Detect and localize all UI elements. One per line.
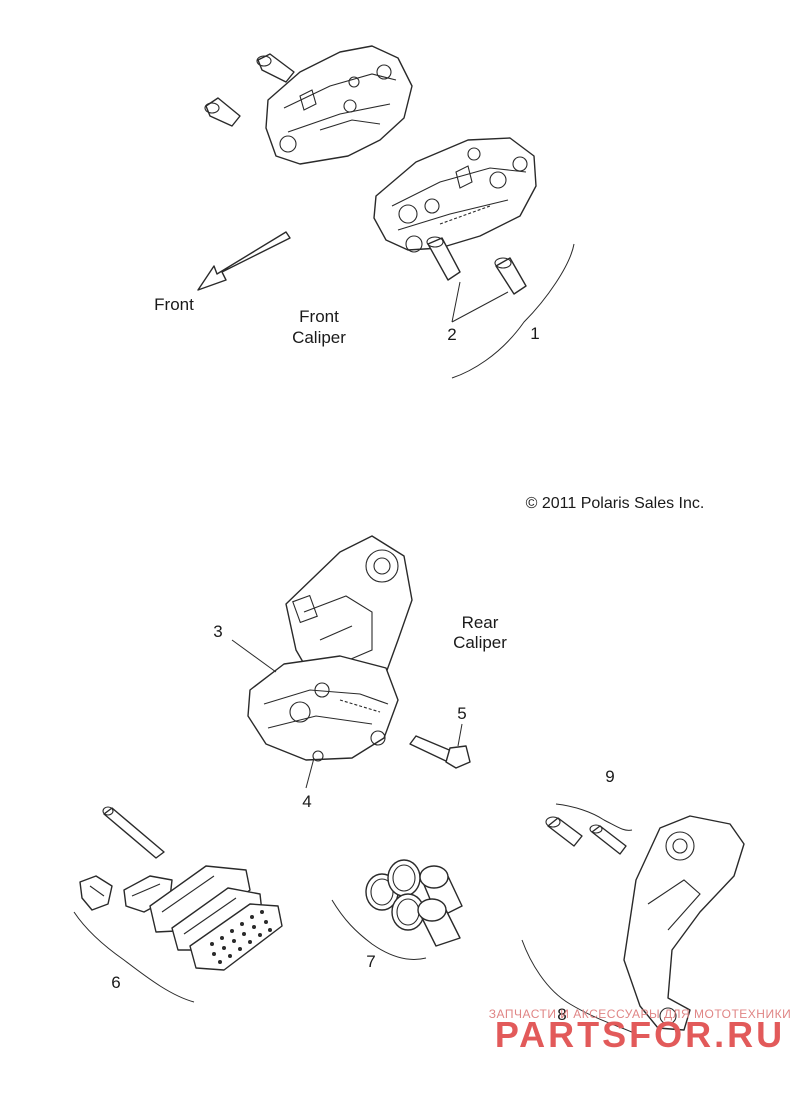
callout-2: 2 [447,325,456,344]
bracket-1 [451,243,575,379]
callout-6: 6 [111,973,120,992]
callout-5: 5 [457,704,466,723]
callout-7: 7 [366,952,375,971]
bracket-9 [555,803,633,831]
callout-9: 9 [605,767,614,786]
bracket-7 [331,899,427,960]
callout-8: 8 [557,1005,566,1024]
front-caliper-left-bolt-b [204,97,241,127]
watermark: ЗАПЧАСТИ И АКСЕССУАРЫ ДЛЯ МОТОТЕХНИКИ PA… [489,1007,791,1055]
watermark-tagline: ЗАПЧАСТИ И АКСЕССУАРЫ ДЛЯ МОТОТЕХНИКИ [489,1007,791,1021]
rear-bracket-bolt-a [545,816,583,847]
rear-caliper-mount-bracket [623,815,745,1031]
watermark-brand: PARTSFOR.RU [495,1014,785,1055]
front-caliper-bolt-2 [494,257,527,295]
leader-3 [231,639,277,673]
leader-2 [451,281,509,323]
callout-3: 3 [213,622,222,641]
front-caliper-title-line2: Caliper [292,328,346,347]
rear-caliper-body [247,655,399,762]
anti-squeal-shim [189,903,283,971]
caliper-pistons [417,865,463,947]
pad-retaining-pin [102,806,165,859]
copyright-notice: © 2011 Polaris Sales Inc. [526,495,705,512]
rear-bracket-bolt-b [589,824,627,855]
callout-1: 1 [530,324,539,343]
rear-caliper-title-line2: Caliper [453,633,507,652]
caliper-seals [365,859,425,931]
leader-5 [457,723,463,747]
front-caliper-left-bolt-a [256,53,295,83]
front-caliper-left [265,45,413,165]
callout-numbers: 1 2 3 4 5 6 7 8 9 [111,324,614,1024]
leader-4 [305,757,315,789]
brake-pad-set [149,865,263,951]
bracket-8 [521,939,641,1037]
front-caliper-right [373,137,537,253]
front-caliper-title-line1: Front [299,307,339,326]
callout-4: 4 [302,792,311,811]
front-caliper-bolt-1 [426,236,461,281]
rear-caliper-pin-bolt [409,735,471,769]
front-direction-arrow [197,231,291,291]
rear-caliper-title-line1: Rear [462,613,499,632]
bracket-6 [73,911,195,1003]
front-direction-label: Front [154,295,194,314]
